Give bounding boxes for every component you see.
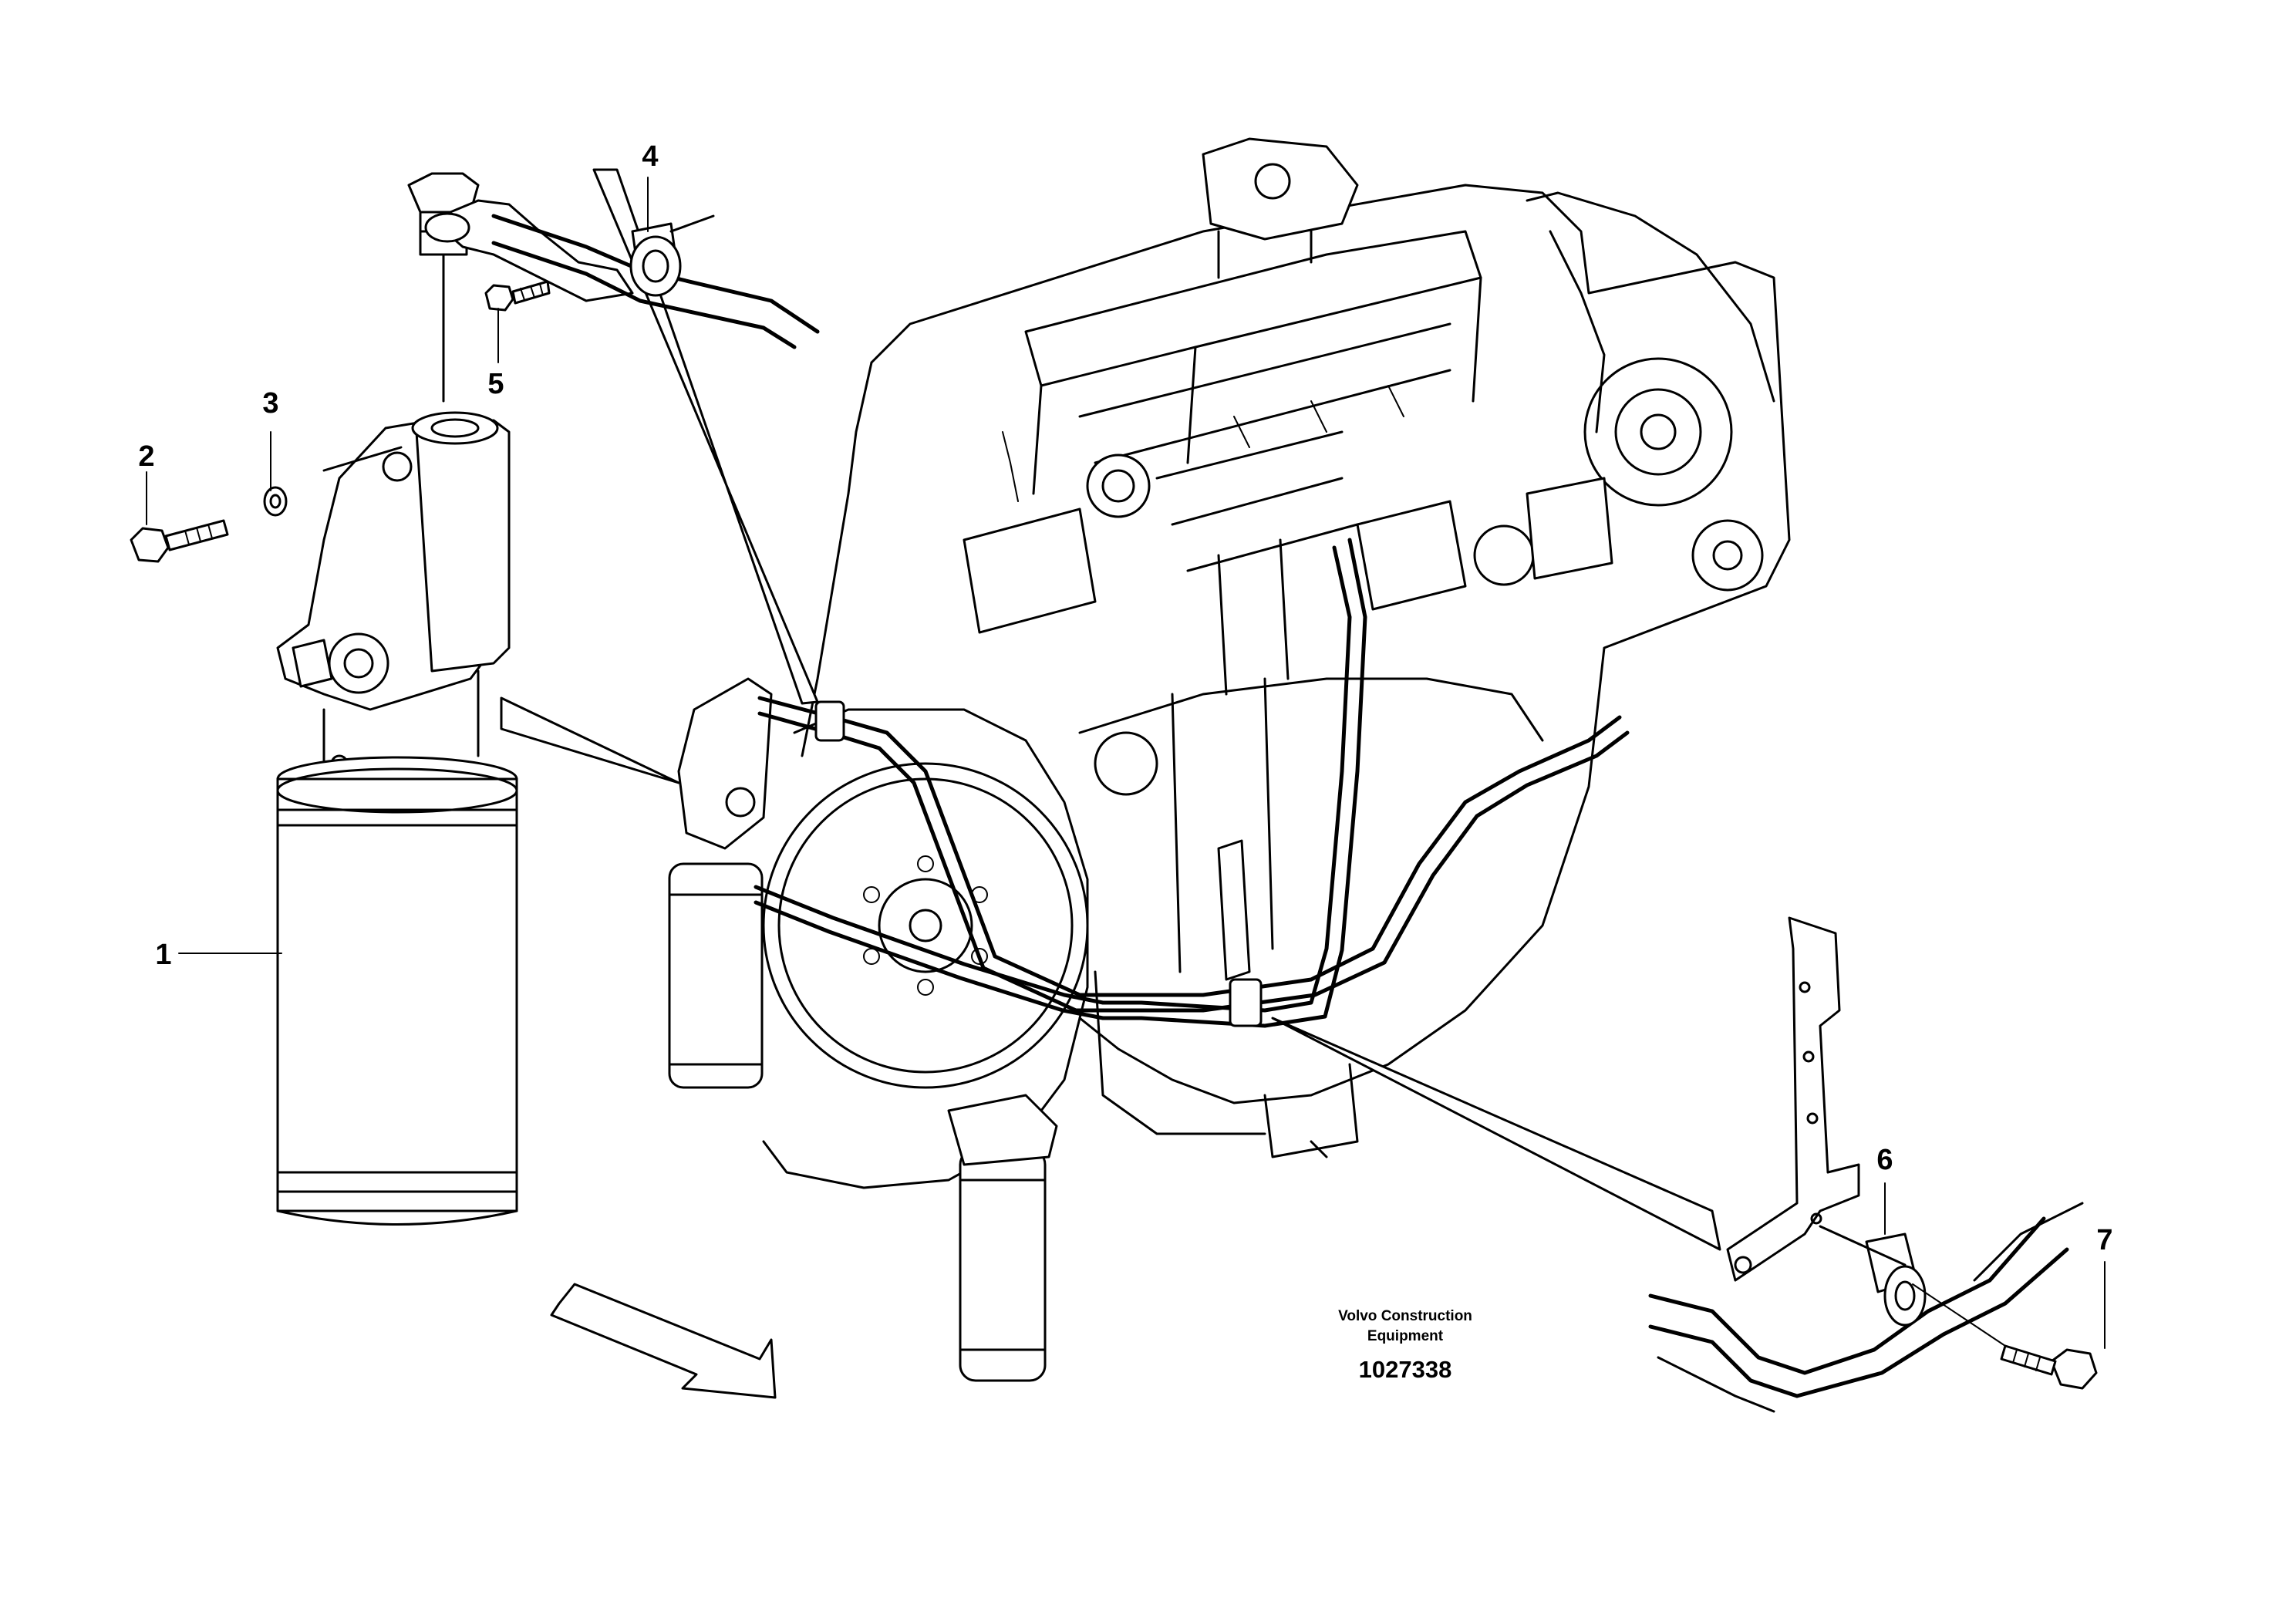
- oil-filter-exploded: [276, 411, 518, 1226]
- document-number: 1027338: [1359, 1356, 1452, 1383]
- leader-lines: [146, 177, 2106, 1349]
- banjo-fitting: [407, 172, 820, 403]
- bracket-detail: [1648, 916, 2084, 1413]
- callout-4: 4: [642, 140, 658, 173]
- callout-6: 6: [1876, 1144, 1893, 1176]
- direction-arrow-icon: [550, 1283, 777, 1399]
- callout-7: 7: [2096, 1224, 2112, 1256]
- bolt-2-axis: [322, 446, 403, 472]
- engine-assembly: [762, 137, 1791, 1382]
- oil-hoses: [754, 538, 1630, 1028]
- callout-5: 5: [487, 368, 504, 400]
- washer-3: [263, 486, 288, 517]
- callout-labels: 1 2 3 4 5 6 7: [138, 140, 2112, 1256]
- bolt-7: [1912, 1283, 2098, 1390]
- bolt-2: [130, 519, 229, 563]
- mounted-oil-filter: [668, 677, 773, 1089]
- callout-3: 3: [262, 387, 278, 420]
- callout-2: 2: [138, 440, 154, 473]
- callout-1: 1: [155, 939, 171, 971]
- company-name-line1: Volvo Construction: [1338, 1308, 1472, 1324]
- detail-pointers: [500, 168, 1721, 1251]
- company-name-line2: Equipment: [1367, 1328, 1444, 1344]
- hose-clamp-upper: [629, 214, 715, 297]
- bolt-5: [484, 280, 551, 312]
